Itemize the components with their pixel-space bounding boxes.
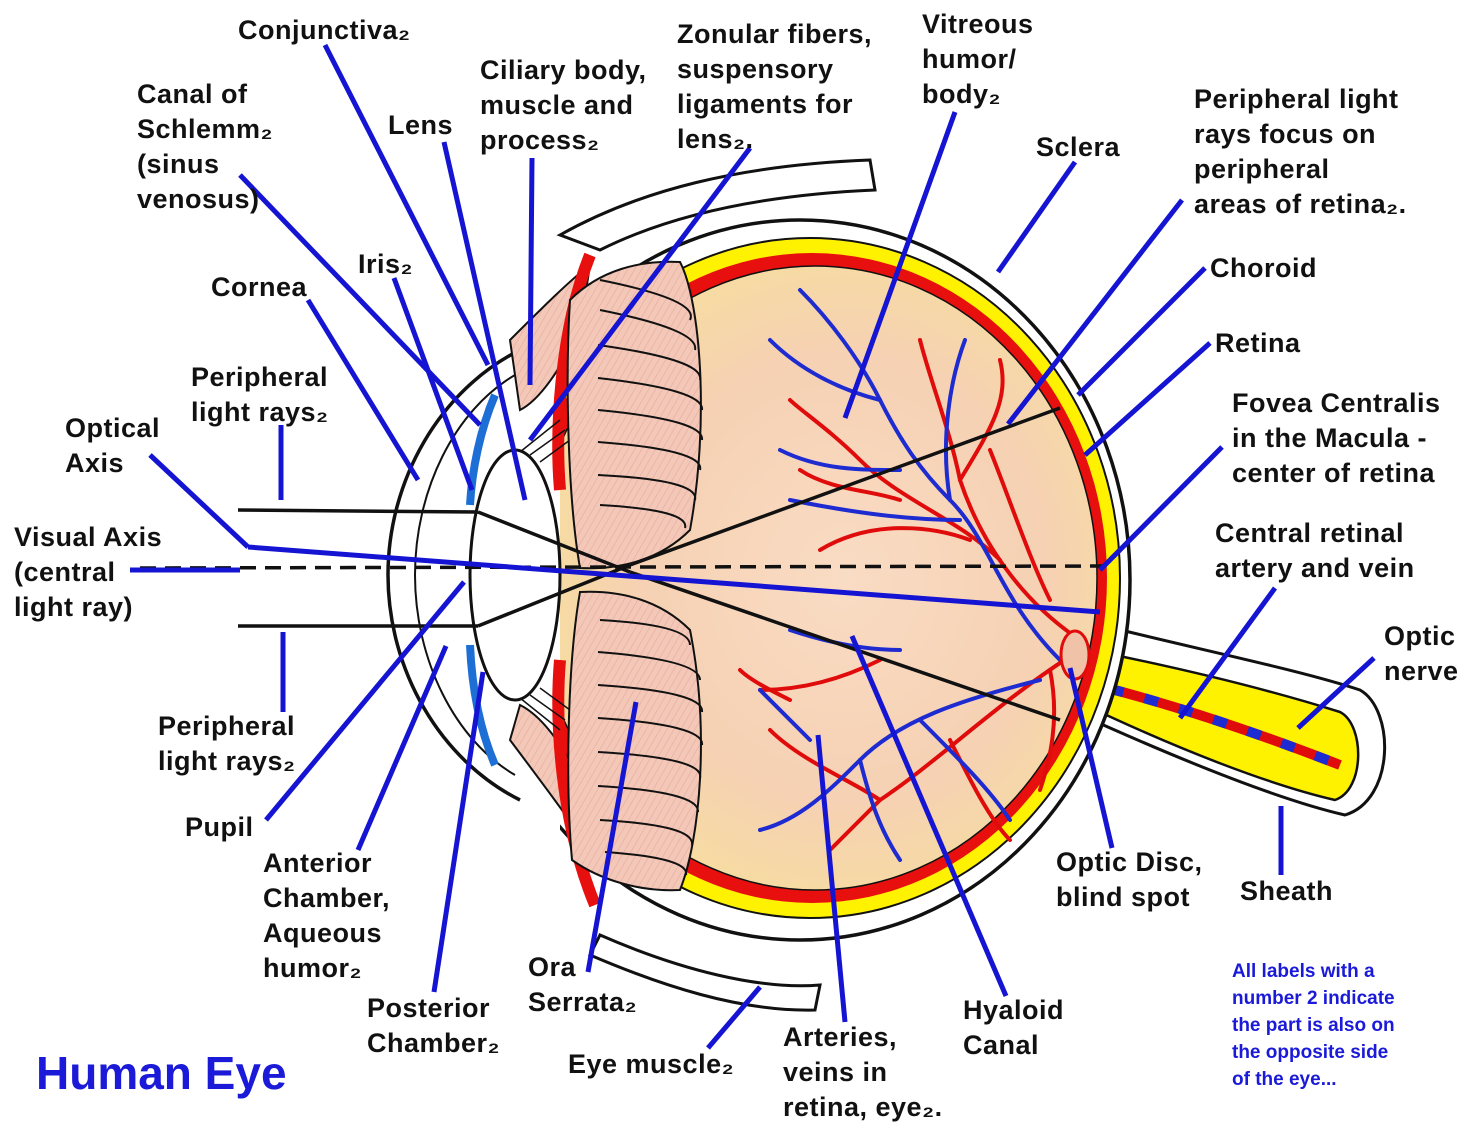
label-choroid: Choroid	[1210, 253, 1317, 283]
leader-retina	[1083, 341, 1212, 457]
leader-optic-nerve	[1296, 656, 1376, 730]
iris-top	[466, 393, 499, 506]
leader-iris	[391, 277, 475, 491]
leader-lens	[441, 141, 528, 501]
leader-optical-axis-line	[247, 544, 1101, 615]
leader-conjunctiva	[322, 43, 491, 367]
label-arteries-veins: Arteries, veins in retina, eye₂.	[783, 1022, 943, 1122]
label-hyaloid-canal: Hyaloid Canal	[963, 995, 1065, 1060]
label-pupil: Pupil	[185, 812, 254, 842]
leader-ora	[585, 701, 639, 973]
label-zonular-fibers: Zonular fibers, suspensory ligaments for…	[677, 19, 873, 154]
leader-sclera	[995, 160, 1078, 274]
leader-vitreous	[842, 111, 958, 419]
leader-zonular	[528, 146, 752, 442]
leader-peripheral-focus	[1006, 198, 1184, 426]
label-optic-disc: Optic Disc, blind spot	[1056, 847, 1203, 912]
label-peripheral-rays-top: Peripheral light rays₂	[191, 362, 329, 427]
label-iris: Iris₂	[358, 249, 414, 279]
leader-arteries	[815, 734, 848, 1023]
label-central-retinal: Central retinal artery and vein	[1215, 518, 1415, 583]
label-conjunctiva: Conjunctiva₂	[238, 15, 411, 45]
leader-fovea	[1098, 445, 1224, 572]
leader-optic-disc	[1067, 667, 1115, 849]
leader-central-retinal	[1177, 586, 1278, 720]
label-optic-nerve: Optic nerve	[1384, 621, 1459, 686]
leader-optical-axis	[148, 453, 250, 549]
label-ciliary-body: Ciliary body, muscle and process₂	[480, 55, 647, 155]
label-fovea-centralis: Fovea Centralis in the Macula - center o…	[1232, 388, 1441, 488]
label-peripheral-focus: Peripheral light rays focus on periphera…	[1194, 84, 1407, 219]
label-cornea: Cornea	[211, 272, 308, 302]
label-canal-of-schlemm: Canal of Schlemm₂ (sinus venosus)	[137, 79, 274, 214]
leader-hyaloid	[849, 635, 1009, 997]
label-visual-axis: Visual Axis (central light ray)	[14, 522, 163, 622]
label-anterior-chamber: Anterior Chamber, Aqueous humor₂	[263, 848, 391, 983]
leader-eye-muscle	[706, 985, 762, 1050]
leader-choroid	[1076, 266, 1207, 397]
label-eye-muscle: Eye muscle₂	[568, 1049, 735, 1079]
label-vitreous-humor: Vitreous humor/ body₂	[922, 9, 1034, 109]
label-sclera: Sclera	[1036, 132, 1121, 162]
label-optical-axis: Optical Axis	[65, 413, 161, 478]
label-retina: Retina	[1215, 328, 1301, 358]
ora-serrata-bottom	[567, 590, 702, 892]
leader-ciliary	[527, 157, 535, 386]
label-posterior-chamber: Posterior Chamber₂	[367, 993, 501, 1058]
peripheral-ray-top	[237, 508, 479, 514]
eye-muscle-bottom	[587, 933, 822, 1012]
eye-muscle-top	[556, 158, 877, 252]
visual-axis-line	[139, 564, 1113, 570]
footnote: All labels with a number 2 indicate the …	[1232, 961, 1395, 1090]
label-lens: Lens	[388, 110, 454, 140]
label-ora-serrata: Ora Serrata₂	[528, 952, 638, 1017]
diagram-title: Human Eye	[36, 1047, 287, 1099]
leader-anterior	[355, 645, 449, 851]
leader-pupil	[264, 580, 466, 822]
leader-canal	[238, 173, 482, 427]
label-peripheral-rays-bottom: Peripheral light rays₂	[158, 711, 296, 776]
leader-cornea	[305, 298, 421, 482]
leader-posterior	[431, 671, 486, 993]
label-sheath: Sheath	[1240, 876, 1334, 906]
